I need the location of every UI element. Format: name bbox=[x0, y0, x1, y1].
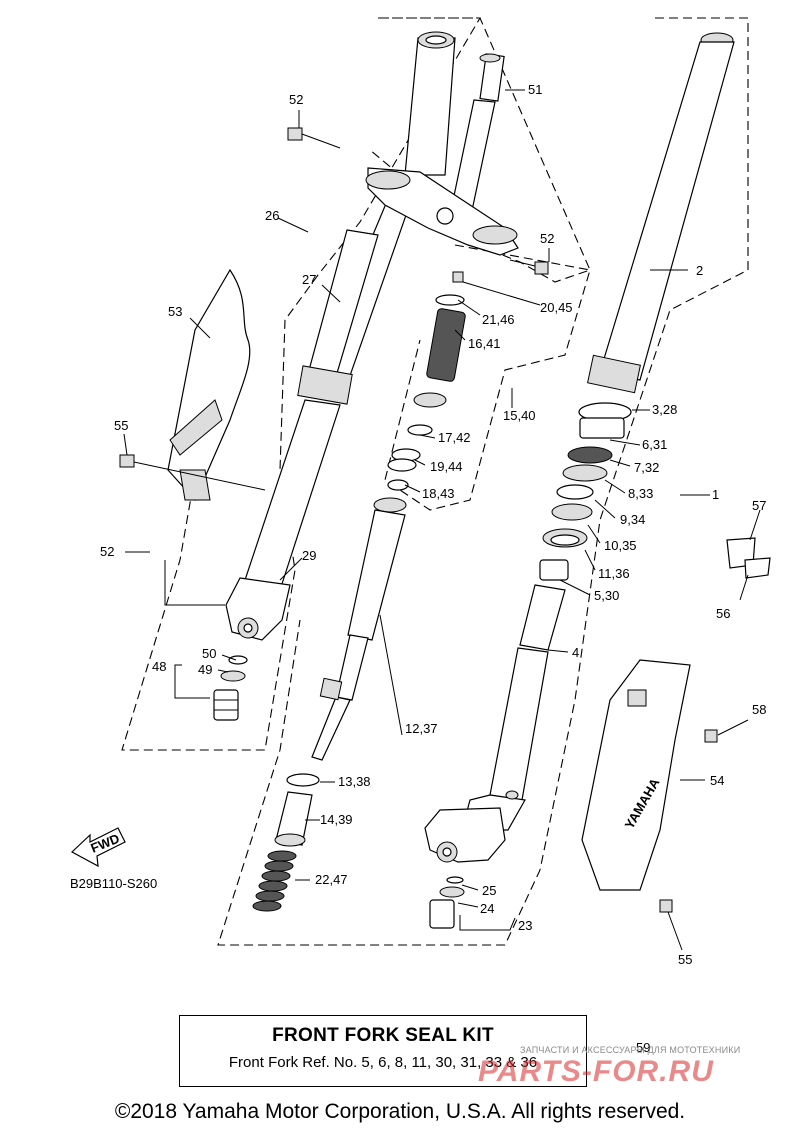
callout-14-39: 14,39 bbox=[320, 812, 353, 827]
callout-49: 49 bbox=[198, 662, 212, 677]
callout-11-36: 11,36 bbox=[598, 566, 630, 581]
reference-code: B29B110-S260 bbox=[70, 876, 158, 891]
axle-bolt-48 bbox=[213, 655, 248, 721]
callout-53: 53 bbox=[168, 304, 182, 319]
callout-10-35: 10,35 bbox=[604, 538, 637, 553]
callout-19-44: 19,44 bbox=[430, 459, 463, 474]
callout-50: 50 bbox=[202, 646, 216, 661]
callout-57: 57 bbox=[752, 498, 766, 513]
callout-25: 25 bbox=[482, 883, 496, 898]
callout-56: 56 bbox=[716, 606, 730, 621]
clamp-bolt-52-top bbox=[287, 127, 341, 149]
callout-17-42: 17,42 bbox=[438, 430, 471, 445]
callout-59: 59 bbox=[636, 1040, 651, 1055]
callout-15-40: 15,40 bbox=[503, 408, 536, 423]
seal-kit-title: FRONT FORK SEAL KIT bbox=[272, 1025, 494, 1046]
leader-lines bbox=[123, 89, 761, 951]
under-bracket bbox=[365, 167, 519, 256]
callout-5-30: 5,30 bbox=[594, 588, 619, 603]
group-outline-right-fork bbox=[217, 17, 749, 946]
cartridge-cap-assembly bbox=[387, 271, 466, 491]
watermark-tagline: ЗАПЧАСТИ И АКСЕССУАРЫ ДЛЯ МОТОТЕХНИКИ bbox=[520, 1045, 741, 1055]
callout-2: 2 bbox=[696, 263, 703, 278]
callout-3-28: 3,28 bbox=[652, 402, 677, 417]
watermark-logo: PARTS-FOR.RU bbox=[478, 1055, 714, 1088]
seal-stack-right bbox=[542, 402, 632, 548]
callout-12-37: 12,37 bbox=[405, 721, 438, 736]
axle-bracket-right bbox=[424, 790, 519, 863]
callout-7-32: 7,32 bbox=[634, 460, 659, 475]
outer-tube-right bbox=[587, 32, 735, 394]
group-outline-cartridge bbox=[384, 244, 591, 511]
callout-55-right: 55 bbox=[678, 952, 692, 967]
callout-23: 23 bbox=[518, 918, 532, 933]
axle-bolt-23 bbox=[429, 876, 465, 929]
callout-51: 51 bbox=[528, 82, 542, 97]
callout-27: 27 bbox=[302, 272, 316, 287]
callout-20-45: 20,45 bbox=[540, 300, 573, 315]
callout-6-31: 6,31 bbox=[642, 437, 667, 452]
callout-8-33: 8,33 bbox=[628, 486, 653, 501]
callout-22-47: 22,47 bbox=[315, 872, 348, 887]
steering-stem-51 bbox=[449, 53, 505, 221]
callout-13-38: 13,38 bbox=[338, 774, 371, 789]
damper-rod-12 bbox=[311, 497, 407, 761]
callout-29: 29 bbox=[302, 548, 316, 563]
guard-bracket-56-57 bbox=[726, 537, 771, 579]
clamp-bolt-52-right bbox=[509, 259, 549, 275]
callout-18-43: 18,43 bbox=[422, 486, 455, 501]
seal-kit-subtitle: Front Fork Ref. No. 5, 6, 8, 11, 30, 31,… bbox=[228, 1054, 538, 1071]
callout-21-46: 21,46 bbox=[482, 312, 515, 327]
callout-9-34: 9,34 bbox=[620, 512, 645, 527]
callout-55-left: 55 bbox=[114, 418, 128, 433]
axle-bracket-left bbox=[225, 577, 291, 641]
callout-26: 26 bbox=[265, 208, 279, 223]
spring-guide-13-14 bbox=[274, 773, 320, 847]
callout-48: 48 bbox=[152, 659, 166, 674]
callout-1: 1 bbox=[712, 487, 719, 502]
callout-4: 4 bbox=[572, 645, 579, 660]
outer-tube-left bbox=[244, 31, 456, 591]
forward-direction-arrow: FWD bbox=[70, 827, 126, 868]
callout-58: 58 bbox=[752, 702, 766, 717]
callout-16-41: 16,41 bbox=[468, 336, 501, 351]
copyright-notice: ©2018 Yamaha Motor Corporation, U.S.A. A… bbox=[114, 1100, 686, 1123]
fork-guard-left-53 bbox=[119, 268, 251, 502]
callout-54: 54 bbox=[710, 773, 724, 788]
group-outline-left-fork bbox=[121, 17, 481, 751]
callout-52-left: 52 bbox=[100, 544, 114, 559]
fork-guard-right-54: YAMAHA bbox=[581, 659, 718, 913]
callout-labels: 1 2 3,28 4 5,30 6,31 7,32 8,33 9,34 10,3… bbox=[100, 82, 766, 967]
callout-24: 24 bbox=[480, 901, 494, 916]
inner-tube-right bbox=[461, 559, 569, 831]
callout-52-right: 52 bbox=[540, 231, 554, 246]
callout-52-top: 52 bbox=[289, 92, 303, 107]
seal-kit-box: FRONT FORK SEAL KIT Front Fork Ref. No. … bbox=[179, 1015, 587, 1087]
spring-22 bbox=[252, 850, 297, 912]
